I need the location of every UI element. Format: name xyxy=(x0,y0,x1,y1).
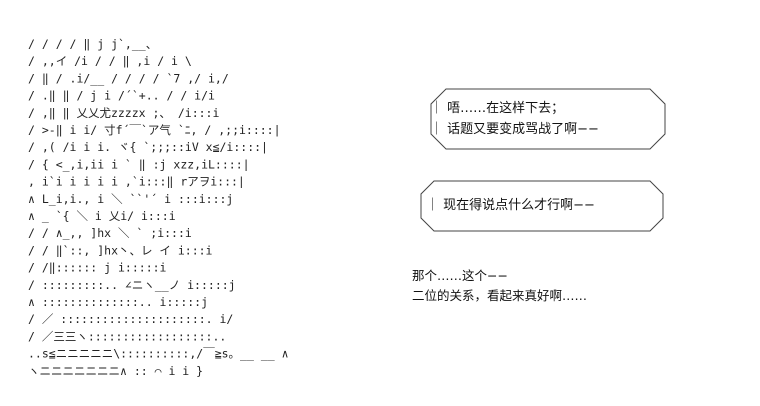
bubble-middle-line-1: ｜ 现在得说点什么才行啊−− xyxy=(426,198,595,213)
ascii-art-line: / ‖ / .i/__ / / / / `7 ,/ i,/ xyxy=(28,71,229,85)
ascii-art-line: , i`i i i i i ,`i:::‖ rアヲi:::| xyxy=(28,175,245,189)
ascii-art-line: / / ∧_,, ]hx ＼ ` ;i:::i xyxy=(28,226,192,240)
bubble-top-line-1: ｜ 唔……在这样下去； xyxy=(430,101,565,116)
ascii-art-line: / .‖ ‖ / j i /´`+.. / / i/i xyxy=(28,89,215,103)
speech-bubble-middle-frame xyxy=(420,180,664,232)
speech-bubble-top-frame xyxy=(430,88,666,150)
ascii-art-line: / ／ :::::::::::::::::::::. i/ xyxy=(28,312,233,326)
ascii-art-line: / >-‖ i i/ 寸f´￣`ア气 `ﾆ, / ,;;i::::| xyxy=(28,123,281,137)
ascii-art-line: / :::::::::.. ∠ニヽ__ノ i:::::j xyxy=(28,278,236,292)
ascii-art-line: / ,,イ /i / / ‖ ,i / i \ xyxy=(28,54,192,68)
ascii-art-line: / / / / ‖ j j`,__、 xyxy=(28,37,157,51)
ascii-art-line: / { <_,i,ii i ` ‖ :j xzz,iL::::| xyxy=(28,157,250,171)
ascii-art-line: ..s≦ニニニニニ\::::::::::,/￣≧s。__ __ ∧ xyxy=(28,347,289,361)
narration-line-2: 二位的关系，看起来真好啊…… xyxy=(412,288,588,303)
ascii-art-line: / /‖:::::: j i:::::i xyxy=(28,261,167,275)
ascii-art-line: ∧ _ `{ ＼ i 乂i/ i:::i xyxy=(28,209,176,223)
ascii-art-line: / ,( /i i i. ヾ{ `;;;::iV x≦/i::::| xyxy=(28,140,268,154)
ascii-art-line: / ,‖ ‖ 乂乂尤zzzzx ;、 /i:::i xyxy=(28,106,219,120)
narration-line-1: 那个……这个−− xyxy=(412,268,508,283)
speech-bubble-middle: ｜ 现在得说点什么才行啊−− xyxy=(420,180,664,232)
bubble-top-line-2: ｜ 话题又要变成骂战了啊−− xyxy=(430,122,599,137)
speech-bubble-top: ｜ 唔……在这样下去； ｜ 话题又要变成骂战了啊−− xyxy=(430,88,666,150)
ascii-art-line: ∧ ::::::::::::::.. i:::::j xyxy=(28,295,208,309)
ascii-art-line: / ／三三ヽ::::::::::::::::::.. xyxy=(28,329,226,343)
ascii-art-line: / / ‖`::, ]hx丶、レ イ i:::i xyxy=(28,243,213,257)
ascii-art-line: ヽニニニニニニニ∧ :: ⌒ i i } xyxy=(28,364,203,378)
ascii-art-line: ∧ L_i,i., i ＼ ``'´ i :::i:::j xyxy=(28,192,233,206)
